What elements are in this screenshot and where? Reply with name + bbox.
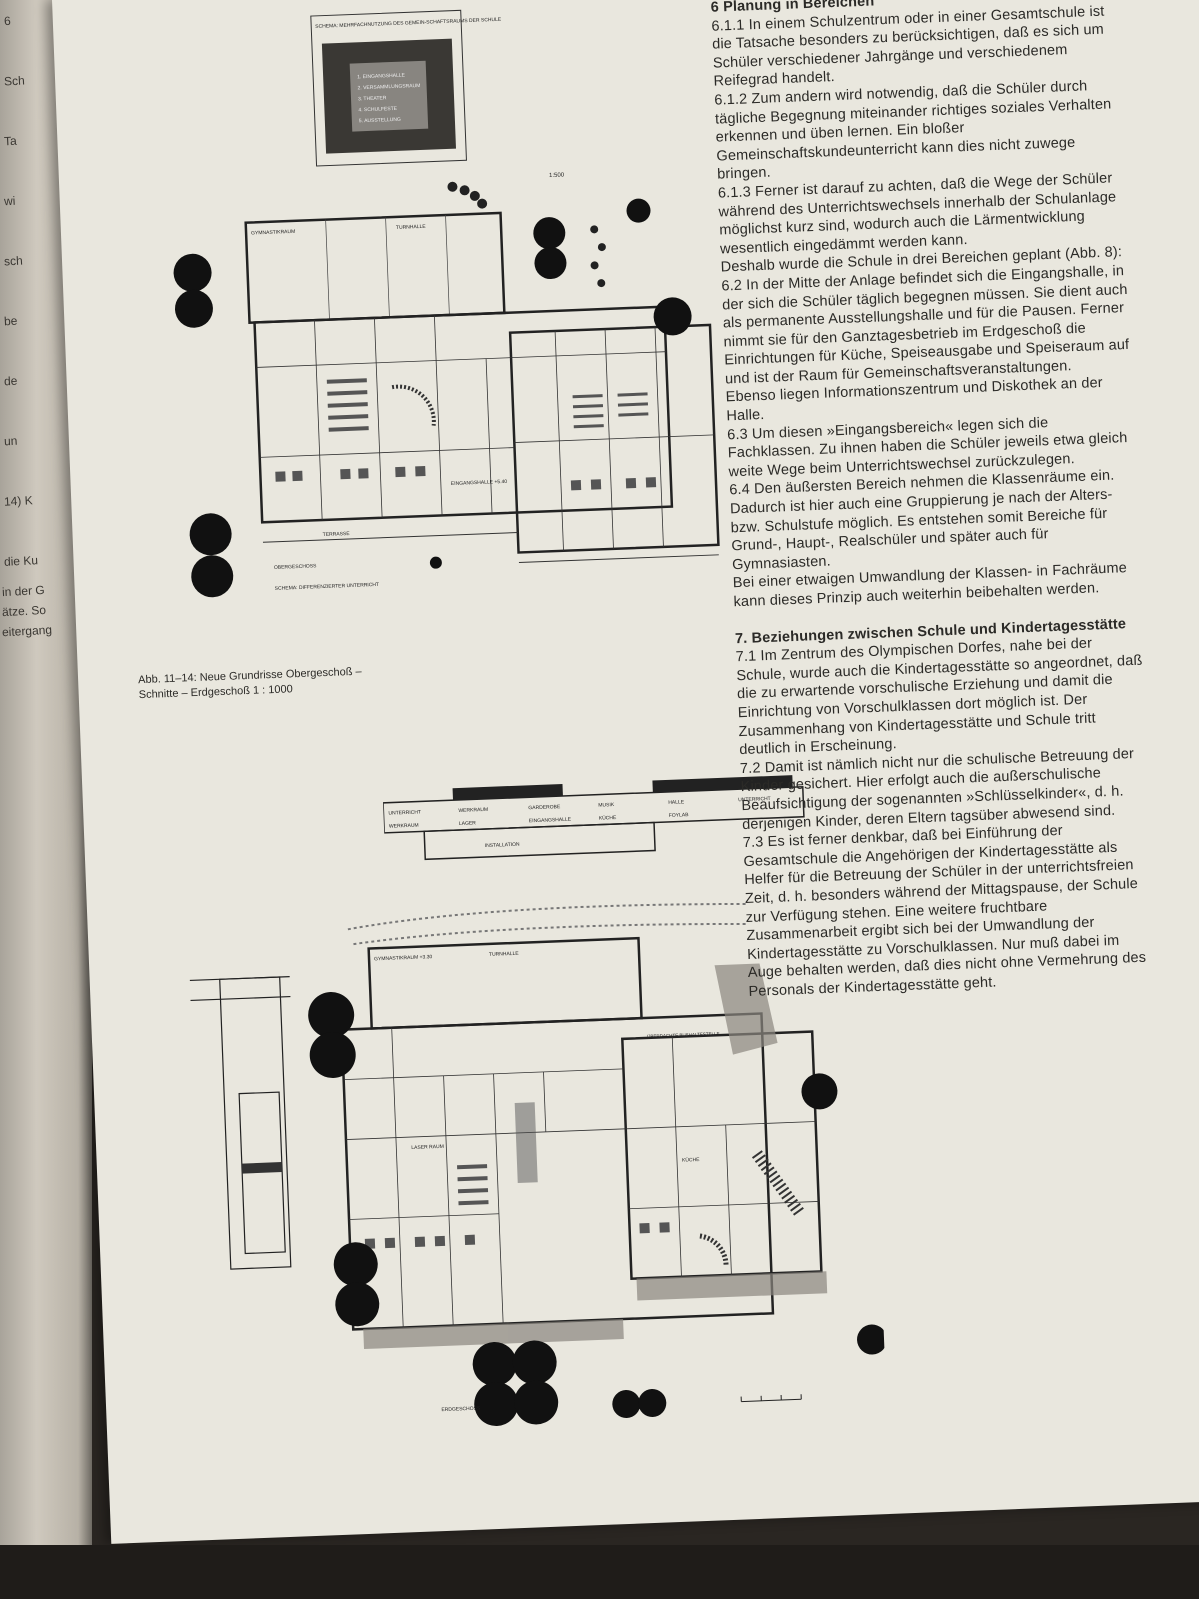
label-kueche: KÜCHE <box>682 1156 700 1164</box>
label-schema-unterricht: SCHEMA: DIFFERENZIERTER UNTERRICHT <box>275 582 380 592</box>
upper-floor-plan: SCHEMA: MEHRFACHNUTZUNG DES GEMEIN-SCHAF… <box>173 9 720 598</box>
label-turnhalle-top: TURNHALLE <box>396 224 427 231</box>
section-label: UNTERRICHT <box>738 796 771 803</box>
magazine-page: SCHEMA: MEHRFACHNUTZUNG DES GEMEIN-SCHAF… <box>52 0 1199 1544</box>
article-column: 6 Planung in Bereichen 6.1.1 In einem Sc… <box>710 0 1158 1001</box>
article-paragraph: 7.3 Es ist ferner denkbar, daß bei Einfü… <box>742 822 1147 1000</box>
section-label: GARDEROBE <box>528 804 561 811</box>
label-erdgeschoss: ERDGESCHOSS <box>441 1406 481 1414</box>
section-label: WERKRAUM <box>458 807 488 814</box>
label-eingangshalle-top: EINGANGSHALLE +5.40 <box>451 479 508 487</box>
schema-title: SCHEMA: MEHRFACHNUTZUNG DES GEMEIN-SCHAF… <box>315 17 502 30</box>
ground-floor-plan: GYMNASTIKRAUM +3.30 TURNHALLE ÜBERDACHTE… <box>189 902 888 1426</box>
article-paragraph: 6.1.2 Zum andern wird notwendig, daß die… <box>714 78 1112 183</box>
schema-item: 4. SCHULFESTE <box>358 106 397 114</box>
left-page-fragment: wi <box>3 193 16 209</box>
left-page-fragment: Sch <box>3 73 26 89</box>
section-label: INSTALLATION <box>485 842 520 849</box>
left-page-fragment: 14) K <box>3 493 34 509</box>
article-paragraph: 7.2 Damit ist nämlich nicht nur die schu… <box>739 745 1135 833</box>
schema-item: 5. AUSSTELLUNG <box>359 117 401 125</box>
left-page-fragment: 6 <box>3 13 12 29</box>
upper-scale: 1:500 <box>549 172 565 179</box>
left-page-fragment: de <box>3 373 18 389</box>
section-label: HALLE <box>668 799 685 806</box>
schema-item: 2. VERSAMMLUNGSRAUM <box>358 83 421 91</box>
article-paragraph: 6.4 Den äußersten Bereich nehmen die Kla… <box>729 468 1115 574</box>
label-laser: LASER RAUM <box>411 1144 444 1151</box>
section-label: UNTERRICHT <box>388 809 421 816</box>
schema-legend: 1. EINGANGSHALLE 2. VERSAMMLUNGSRAUM 3. TH… <box>357 72 421 125</box>
schema-item: 3. THEATER <box>358 95 387 102</box>
left-page-fragment: sch <box>3 253 24 269</box>
label-turnhalle-bottom: TURNHALLE <box>489 951 520 958</box>
left-page-fragment: Ta <box>3 133 18 149</box>
section-label: MUSIK <box>598 802 615 809</box>
label-ueberdachte: ÜBERDACHTE BUSHALTESTELLE <box>647 1030 720 1039</box>
section-7-body: 7.1 Im Zentrum des Olympischen Dorfes, n… <box>735 633 1158 1002</box>
label-gymnastik-top: GYMNASTIKRAUM <box>251 229 295 237</box>
section-label: KÜCHE <box>599 814 617 822</box>
article-paragraph: 7.1 Im Zentrum des Olympischen Dorfes, n… <box>735 635 1143 759</box>
section-label: WERKRAUM <box>389 823 419 830</box>
section-label: EINGANGSHALLE <box>529 817 572 825</box>
figure-caption: Abb. 11–14: Neue Grundrisse Obergeschoß … <box>137 665 362 702</box>
section-label: LAGER <box>459 820 477 827</box>
table-background <box>0 1545 1199 1599</box>
building-section: UNTERRICHT WERKRAUM GARDEROBE MUSIK HALLE UNT… <box>382 775 805 861</box>
left-page-fragment: be <box>3 313 18 329</box>
section-label: FOYLAB <box>669 812 690 819</box>
left-page-fragment: un <box>3 433 18 449</box>
left-page-fragment: die Ku <box>3 553 39 569</box>
label-gymnastik-bottom: GYMNASTIKRAUM +3.30 <box>374 954 433 962</box>
schema-item: 1. EINGANGSHALLE <box>357 72 406 80</box>
article-paragraph: 6.2 In der Mitte der Anlage befindet sic… <box>721 262 1130 388</box>
label-terrasse-top: TERRASSE <box>323 531 351 538</box>
label-obergeschoss: OBERGESCHOSS <box>274 563 317 571</box>
section-6-body: 6.1.1 In einem Schulzentrum oder in eine… <box>711 2 1144 612</box>
left-page-fragment: eitergang <box>1 622 53 640</box>
